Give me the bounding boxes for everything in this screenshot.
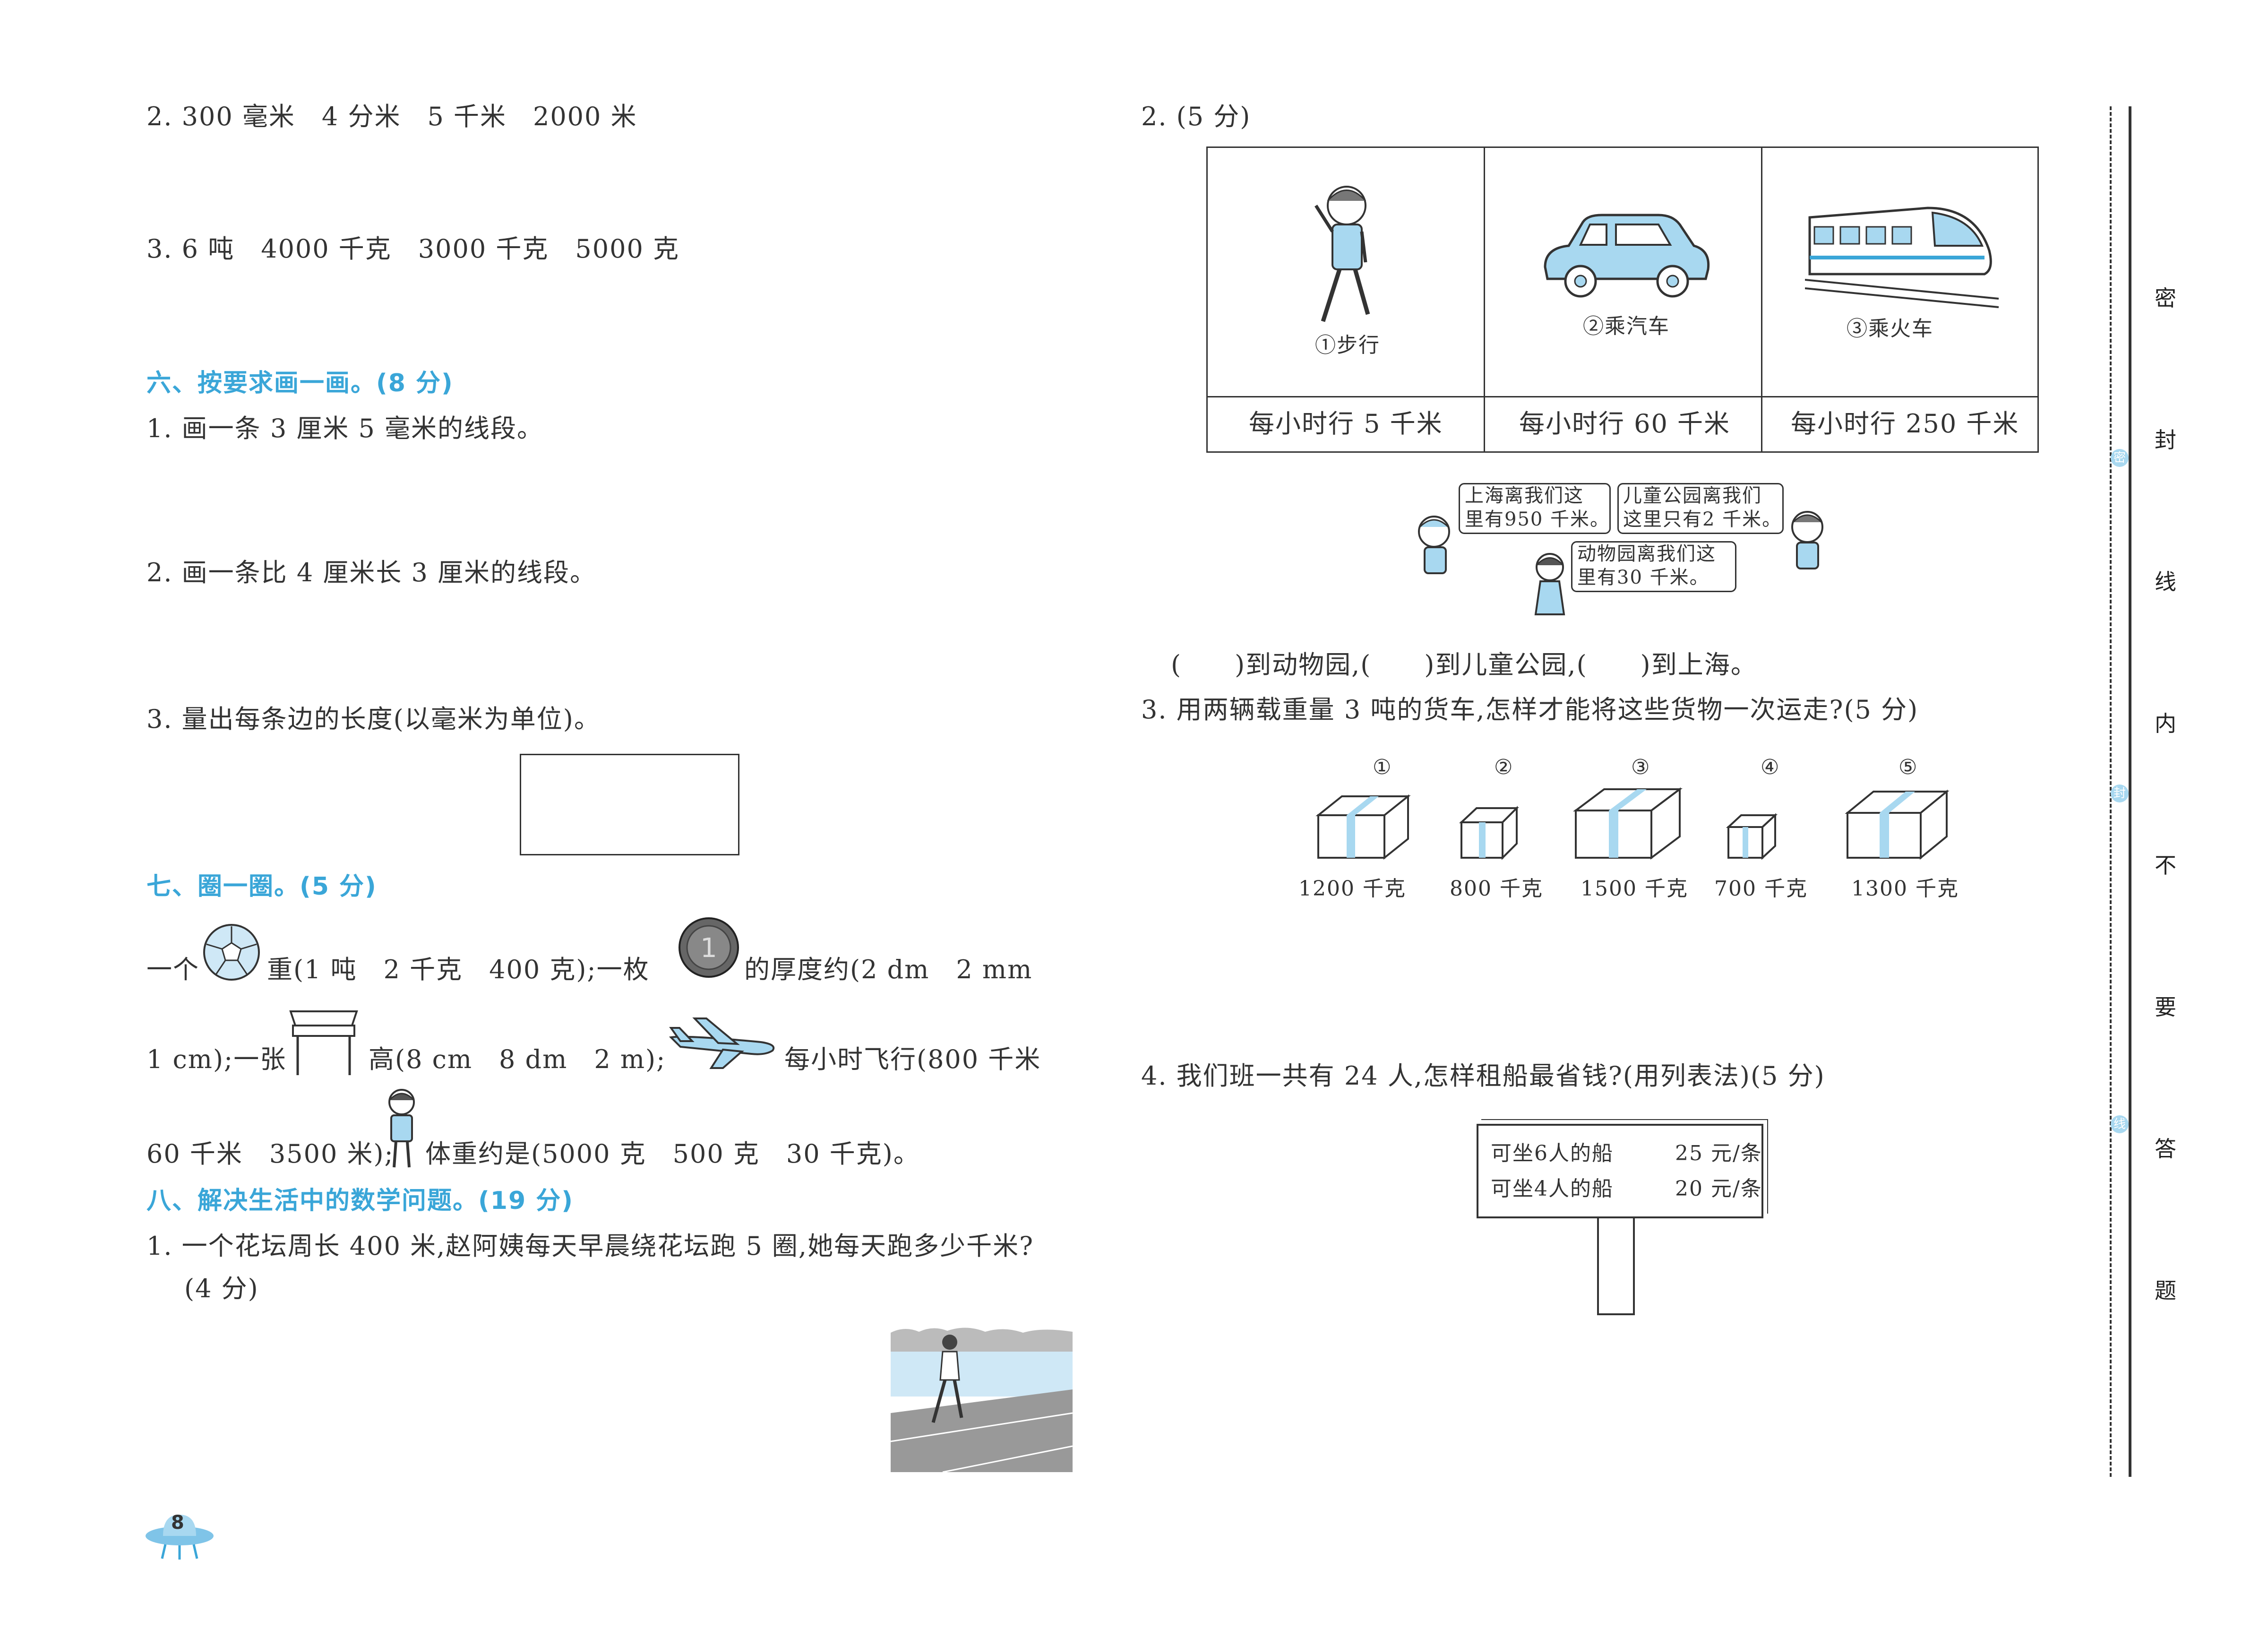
kid-right-icon <box>1791 511 1823 569</box>
section-7-line2-c: 每小时飞行(800 千米 <box>784 1044 1041 1074</box>
sign-row-1-label: 可坐6人的船 <box>1491 1141 1614 1165</box>
section-7-title: 七、圈一圈。(5 分) <box>146 872 377 901</box>
margin-char-2: 封 <box>2155 427 2176 453</box>
transport-caption-2: ②乘汽车 <box>1583 314 1670 338</box>
walking-boy-icon <box>1314 186 1370 322</box>
table-divider <box>1484 147 1485 453</box>
speech-bubble-2 <box>1617 483 1784 534</box>
bubble-3-line-2: 里有30 千米。 <box>1577 567 1710 588</box>
section-8-question-1-score: (4 分) <box>184 1274 259 1303</box>
transport-speed-1: 每小时行 5 千米 <box>1249 409 1443 439</box>
section-6-title: 六、按要求画一画。(8 分) <box>146 369 454 397</box>
question-2-title: 2. (5 分) <box>1141 102 1251 131</box>
seal-solid-line <box>2129 106 2131 1477</box>
margin-char-3: 线 <box>2155 569 2176 595</box>
margin-mark-3: 线 <box>2111 1115 2129 1133</box>
sign-row-2-label: 可坐4人的船 <box>1491 1177 1614 1201</box>
section-8-question-1: 1. 一个花坛周长 400 米,赵阿姨每天早晨绕花坛跑 5 圈,她每天跑多少千米… <box>146 1231 1034 1261</box>
box-number-2: ② <box>1494 755 1514 779</box>
question-5-3: 3. 6 吨 4000 千克 3000 千克 5000 克 <box>146 234 679 264</box>
sign-row-2-price: 20 元/条 <box>1675 1177 1762 1201</box>
section-6-question-1: 1. 画一条 3 厘米 5 毫米的线段。 <box>146 414 544 443</box>
transport-caption-3: ③乘火车 <box>1847 317 1933 341</box>
car-icon <box>1544 214 1710 298</box>
box-weight-3: 1500 千克 <box>1581 877 1688 901</box>
bubble-1-line-2: 里有950 千米。 <box>1465 509 1610 530</box>
section-8-title: 八、解决生活中的数学问题。(19 分) <box>146 1187 574 1215</box>
section-7-line2-a: 1 cm);一张 <box>146 1044 287 1074</box>
runner-illustration <box>891 1323 1073 1472</box>
kid-left-icon <box>1418 516 1450 574</box>
transport-caption-1: ①步行 <box>1315 333 1380 357</box>
section-6-question-3: 3. 量出每条边的长度(以毫米为单位)。 <box>146 704 601 734</box>
section-7-line2-b: 高(8 cm 8 dm 2 m); <box>369 1044 666 1074</box>
cargo-box-3-icon <box>1573 787 1683 860</box>
box-weight-2: 800 千克 <box>1450 877 1543 901</box>
section-7-line1-b: 重(1 吨 2 千克 400 克);一枚 <box>267 955 650 984</box>
speech-bubble-3 <box>1571 541 1736 592</box>
kid-middle-icon <box>1534 553 1565 615</box>
bubble-2-line-2: 这里只有2 千米。 <box>1623 509 1782 530</box>
margin-char-1: 密 <box>2155 285 2176 311</box>
bubble-3-line-1: 动物园离我们这 <box>1577 543 1716 565</box>
margin-mark-2: 封 <box>2111 785 2129 802</box>
page-number: 8 <box>171 1512 185 1534</box>
section-7-line3-a: 60 千米 3500 米); <box>146 1139 394 1169</box>
box-number-5: ⑤ <box>1899 755 1918 779</box>
table-divider <box>1761 147 1762 453</box>
desk-icon <box>289 1010 358 1075</box>
section-7-line3-b: 体重约是(5000 克 500 克 30 千克)。 <box>425 1139 920 1169</box>
sign-post <box>1597 1218 1635 1315</box>
margin-char-5: 不 <box>2155 853 2176 878</box>
box-weight-1: 1200 千克 <box>1298 877 1406 901</box>
table-divider <box>1206 396 2039 397</box>
transport-speed-3: 每小时行 250 千米 <box>1791 409 2019 439</box>
question-5-2: 2. 300 毫米 4 分米 5 千米 2000 米 <box>146 102 637 131</box>
box-number-4: ④ <box>1761 755 1780 779</box>
margin-char-7: 答 <box>2155 1136 2176 1162</box>
box-number-1: ① <box>1373 755 1392 779</box>
box-number-3: ③ <box>1631 755 1651 779</box>
cargo-box-2-icon <box>1459 806 1519 860</box>
margin-char-8: 题 <box>2155 1278 2176 1303</box>
bubble-1-line-1: 上海离我们这 <box>1465 485 1584 507</box>
page-number-badge <box>146 1515 214 1560</box>
soccer-ball-icon <box>203 924 260 981</box>
question-4-title: 4. 我们班一共有 24 人,怎样租船最省钱?(用列表法)(5 分) <box>1141 1061 1825 1091</box>
coin-icon: 1 <box>679 917 739 978</box>
airplane-icon <box>669 1017 775 1069</box>
cargo-box-4-icon <box>1726 813 1778 860</box>
section-6-question-2: 2. 画一条比 4 厘米长 3 厘米的线段。 <box>146 558 597 587</box>
speech-bubble-1 <box>1459 483 1611 534</box>
price-sign <box>1477 1124 1763 1218</box>
svg-text:1: 1 <box>700 933 717 964</box>
transport-speed-2: 每小时行 60 千米 <box>1519 409 1731 439</box>
section-7-line1-c: 的厚度约(2 dm 2 mm <box>744 955 1033 984</box>
measure-rectangle <box>520 754 739 855</box>
box-weight-4: 700 千克 <box>1714 877 1808 901</box>
margin-char-4: 内 <box>2155 711 2176 736</box>
box-weight-5: 1300 千克 <box>1851 877 1959 901</box>
cargo-box-5-icon <box>1845 789 1950 860</box>
bubble-2-line-1: 儿童公园离我们 <box>1623 485 1762 507</box>
question-3-title: 3. 用两辆载重量 3 吨的货车,怎样才能将这些货物一次运走?(5 分) <box>1141 695 1919 724</box>
margin-mark-1: 密 <box>2111 449 2129 467</box>
margin-char-6: 要 <box>2155 994 2176 1020</box>
question-2-answer-line: ( )到动物园,( )到儿童公园,( )到上海。 <box>1171 650 1757 680</box>
section-7-line1-a: 一个 <box>146 955 199 984</box>
sign-row-1-price: 25 元/条 <box>1675 1141 1762 1165</box>
child-icon <box>388 1089 415 1168</box>
cargo-box-1-icon <box>1315 794 1411 860</box>
train-icon <box>1805 207 1999 308</box>
